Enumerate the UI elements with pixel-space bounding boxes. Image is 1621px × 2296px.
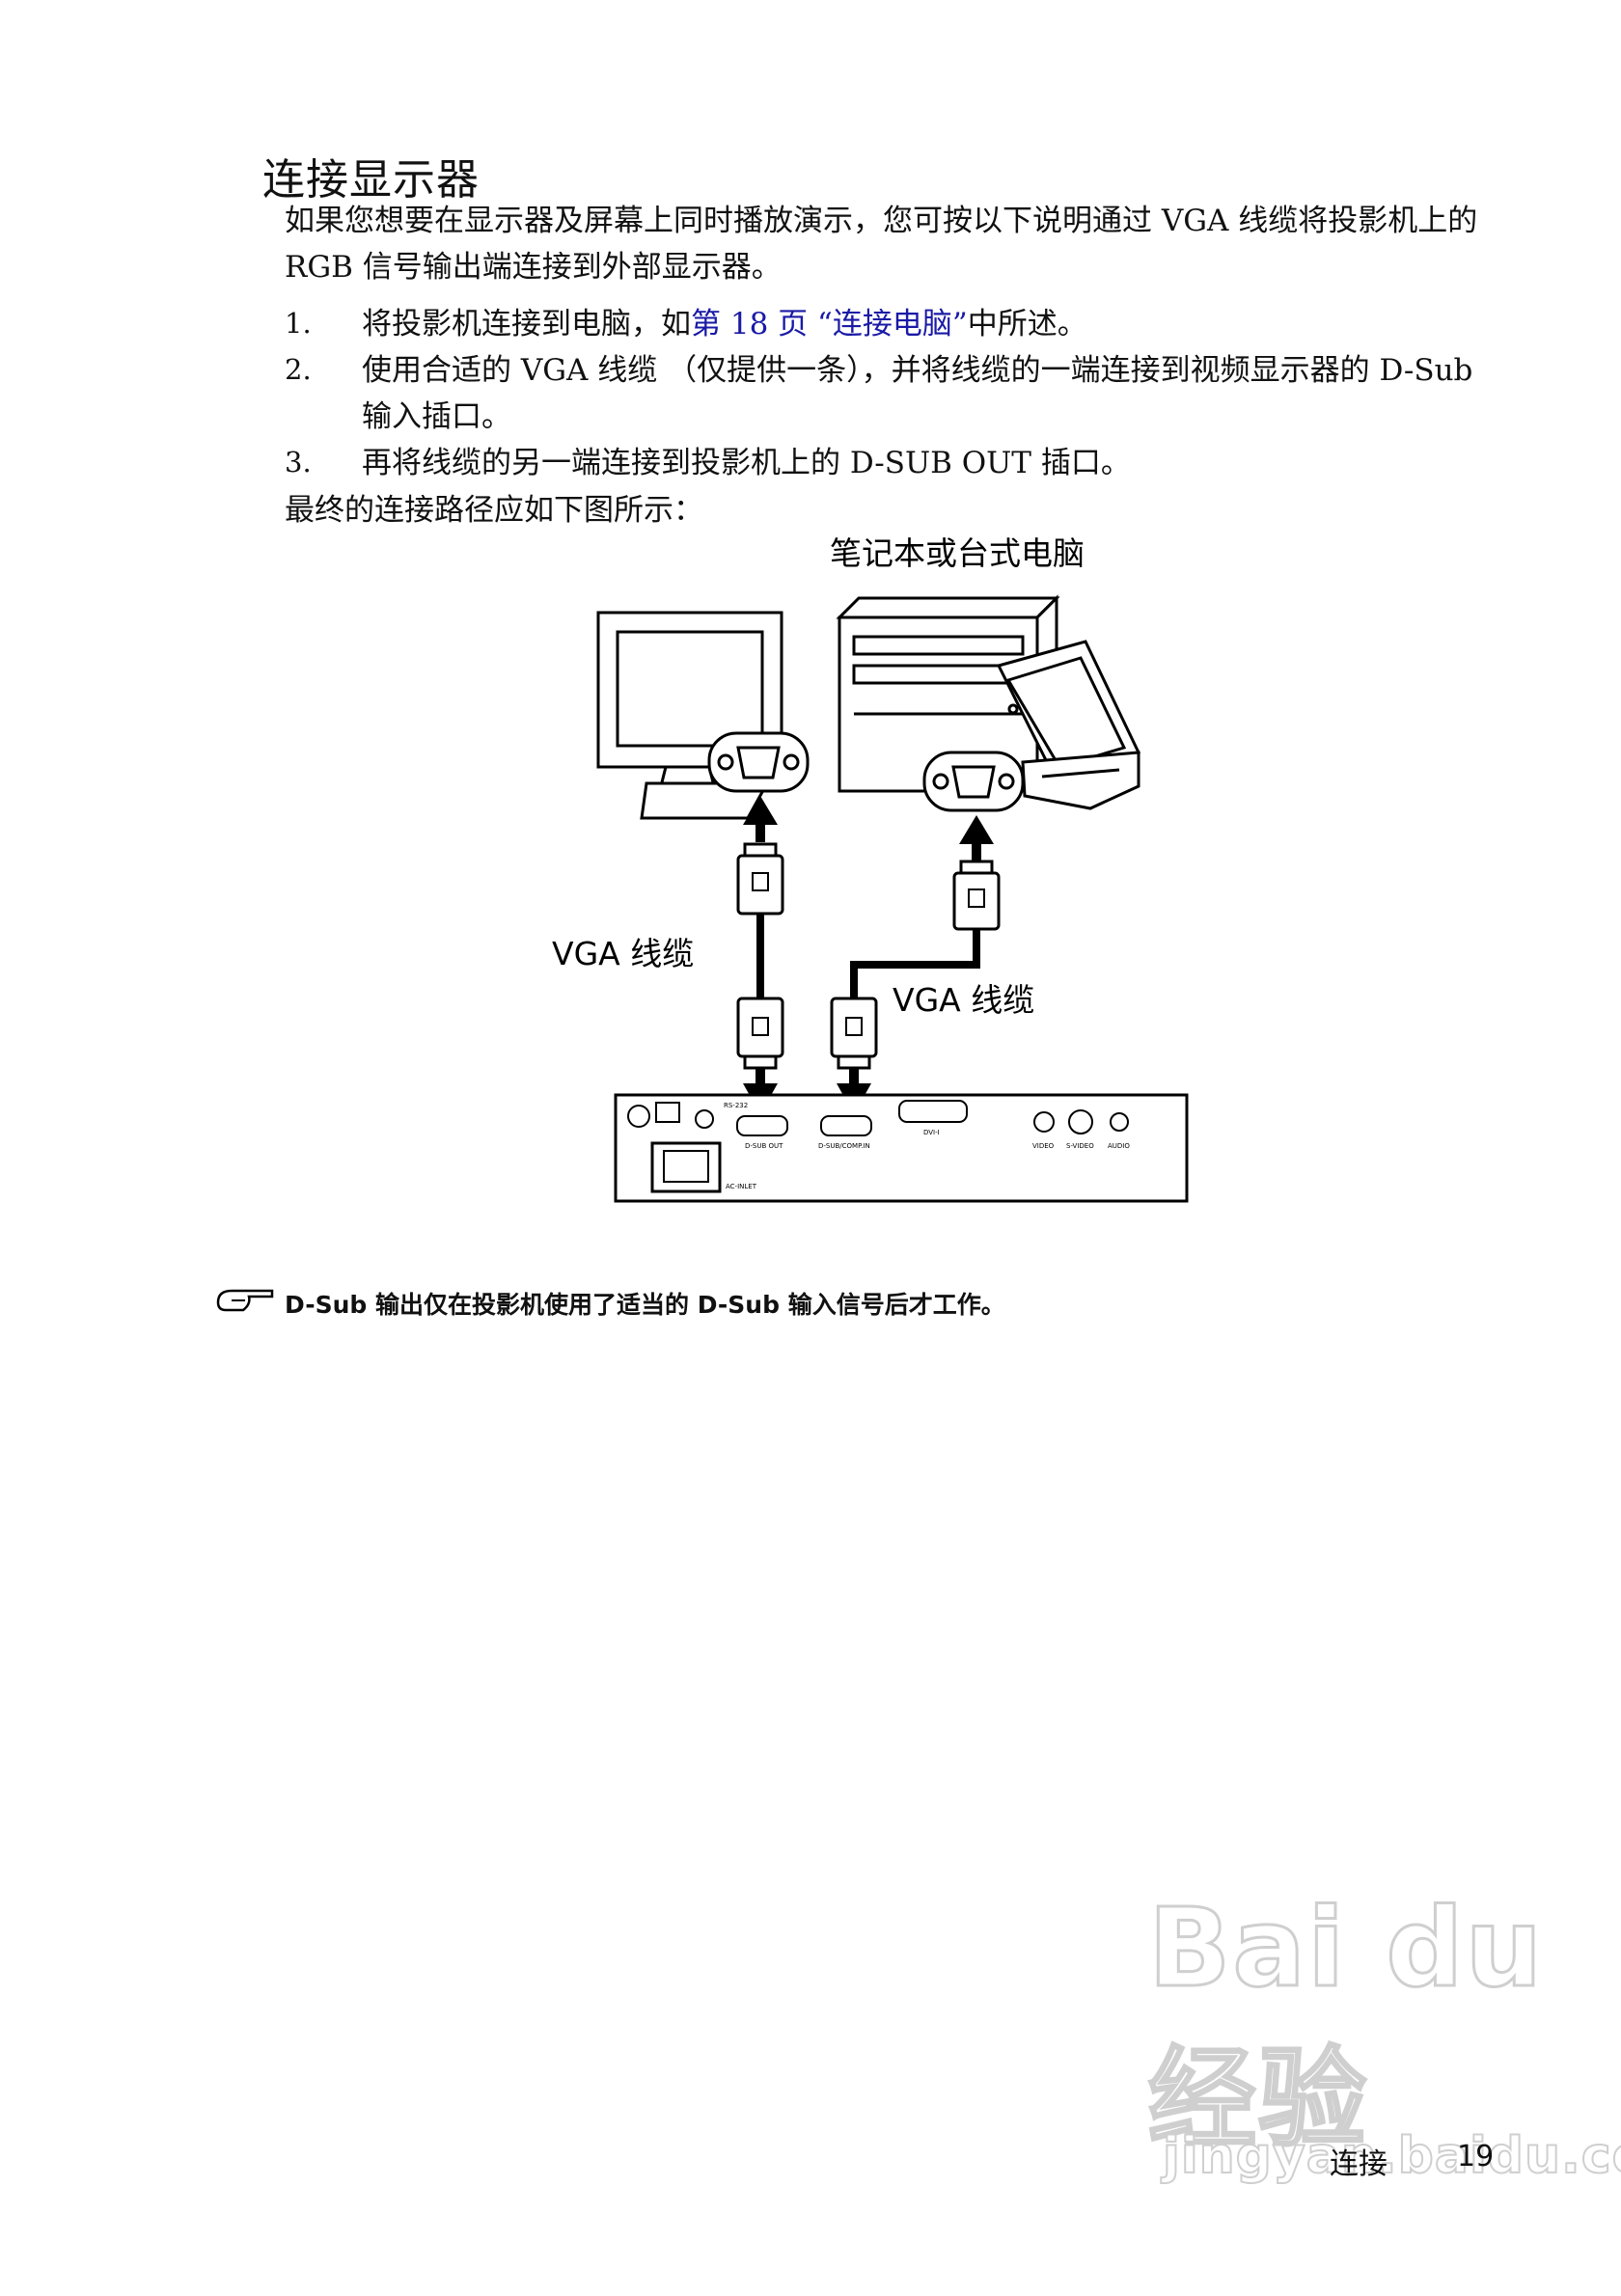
vga-cable-right (830, 860, 1001, 1070)
step-1-pre: 将投影机连接到电脑，如 (362, 307, 691, 342)
footer-page-number: 19 (1457, 2140, 1495, 2173)
footer-section: 连接 (1330, 2147, 1387, 2181)
note-pointing-hand-icon (216, 1289, 274, 1312)
port-svideo-label: S-VIDEO (1066, 1142, 1094, 1150)
vga-cable-label-left: VGA 线缆 (552, 935, 694, 972)
arrow-up-to-monitor (743, 796, 778, 842)
vga-cable-label-right: VGA 线缆 (893, 981, 1034, 1019)
step-1-link[interactable]: 第 18 页 “连接电脑” (691, 307, 968, 342)
port-audio-label: AUDIO (1108, 1142, 1130, 1150)
port-dvi-label: DVI-I (923, 1129, 940, 1136)
watermark-url: jingyan.baidu.com (1162, 2126, 1621, 2186)
computer-vga-port-icon (922, 751, 1025, 812)
port-rs232-label: RS-232 (724, 1102, 748, 1109)
step-3-number: 3. (285, 446, 312, 478)
step-2-text: 使用合适的 VGA 线缆 （仅提供一条），并将线缆的一端连接到视频显示器的 D-… (362, 353, 1473, 434)
step-1-text: 将投影机连接到电脑，如第 18 页 “连接电脑”中所述。 (362, 301, 1500, 347)
port-video-label: VIDEO (1032, 1142, 1055, 1150)
note-text: D-Sub 输出仅在投影机使用了适当的 D-Sub 输入信号后才工作。 (285, 1291, 1005, 1319)
laptop-icon (996, 640, 1141, 810)
intro-paragraph: 如果您想要在显示器及屏幕上同时播放演示，您可按以下说明通过 VGA 线缆将投影机… (285, 204, 1478, 285)
connection-diagram: 笔记本或台式电脑 (552, 534, 1189, 1203)
step-1-post: 中所述。 (967, 307, 1087, 342)
page-title: 连接显示器 (262, 155, 480, 205)
arrow-up-to-computer (959, 815, 994, 861)
vga-cable-left (736, 842, 784, 1070)
step-2-number: 2. (285, 353, 312, 386)
step-3-text: 再将线缆的另一端连接到投影机上的 D-SUB OUT 插口。 (362, 446, 1131, 480)
summary-text: 最终的连接路径应如下图所示： (285, 493, 703, 528)
port-dsub-in-label: D-SUB/COMP.IN (818, 1142, 870, 1150)
monitor-vga-port-icon (707, 731, 810, 793)
port-ac-inlet-label: AC-INLET (726, 1183, 757, 1190)
step-1-number: 1. (285, 307, 312, 340)
projector-rear-panel: RS-232 D-SUB OUT D-SUB/COMP.IN DVI-I VID… (614, 1093, 1189, 1203)
watermark-brand: Bai du 经验 (1147, 1885, 1545, 2164)
computer-label: 笔记本或台式电脑 (830, 534, 1085, 572)
monitor-icon (596, 611, 783, 820)
port-dsub-out-label: D-SUB OUT (745, 1142, 783, 1150)
